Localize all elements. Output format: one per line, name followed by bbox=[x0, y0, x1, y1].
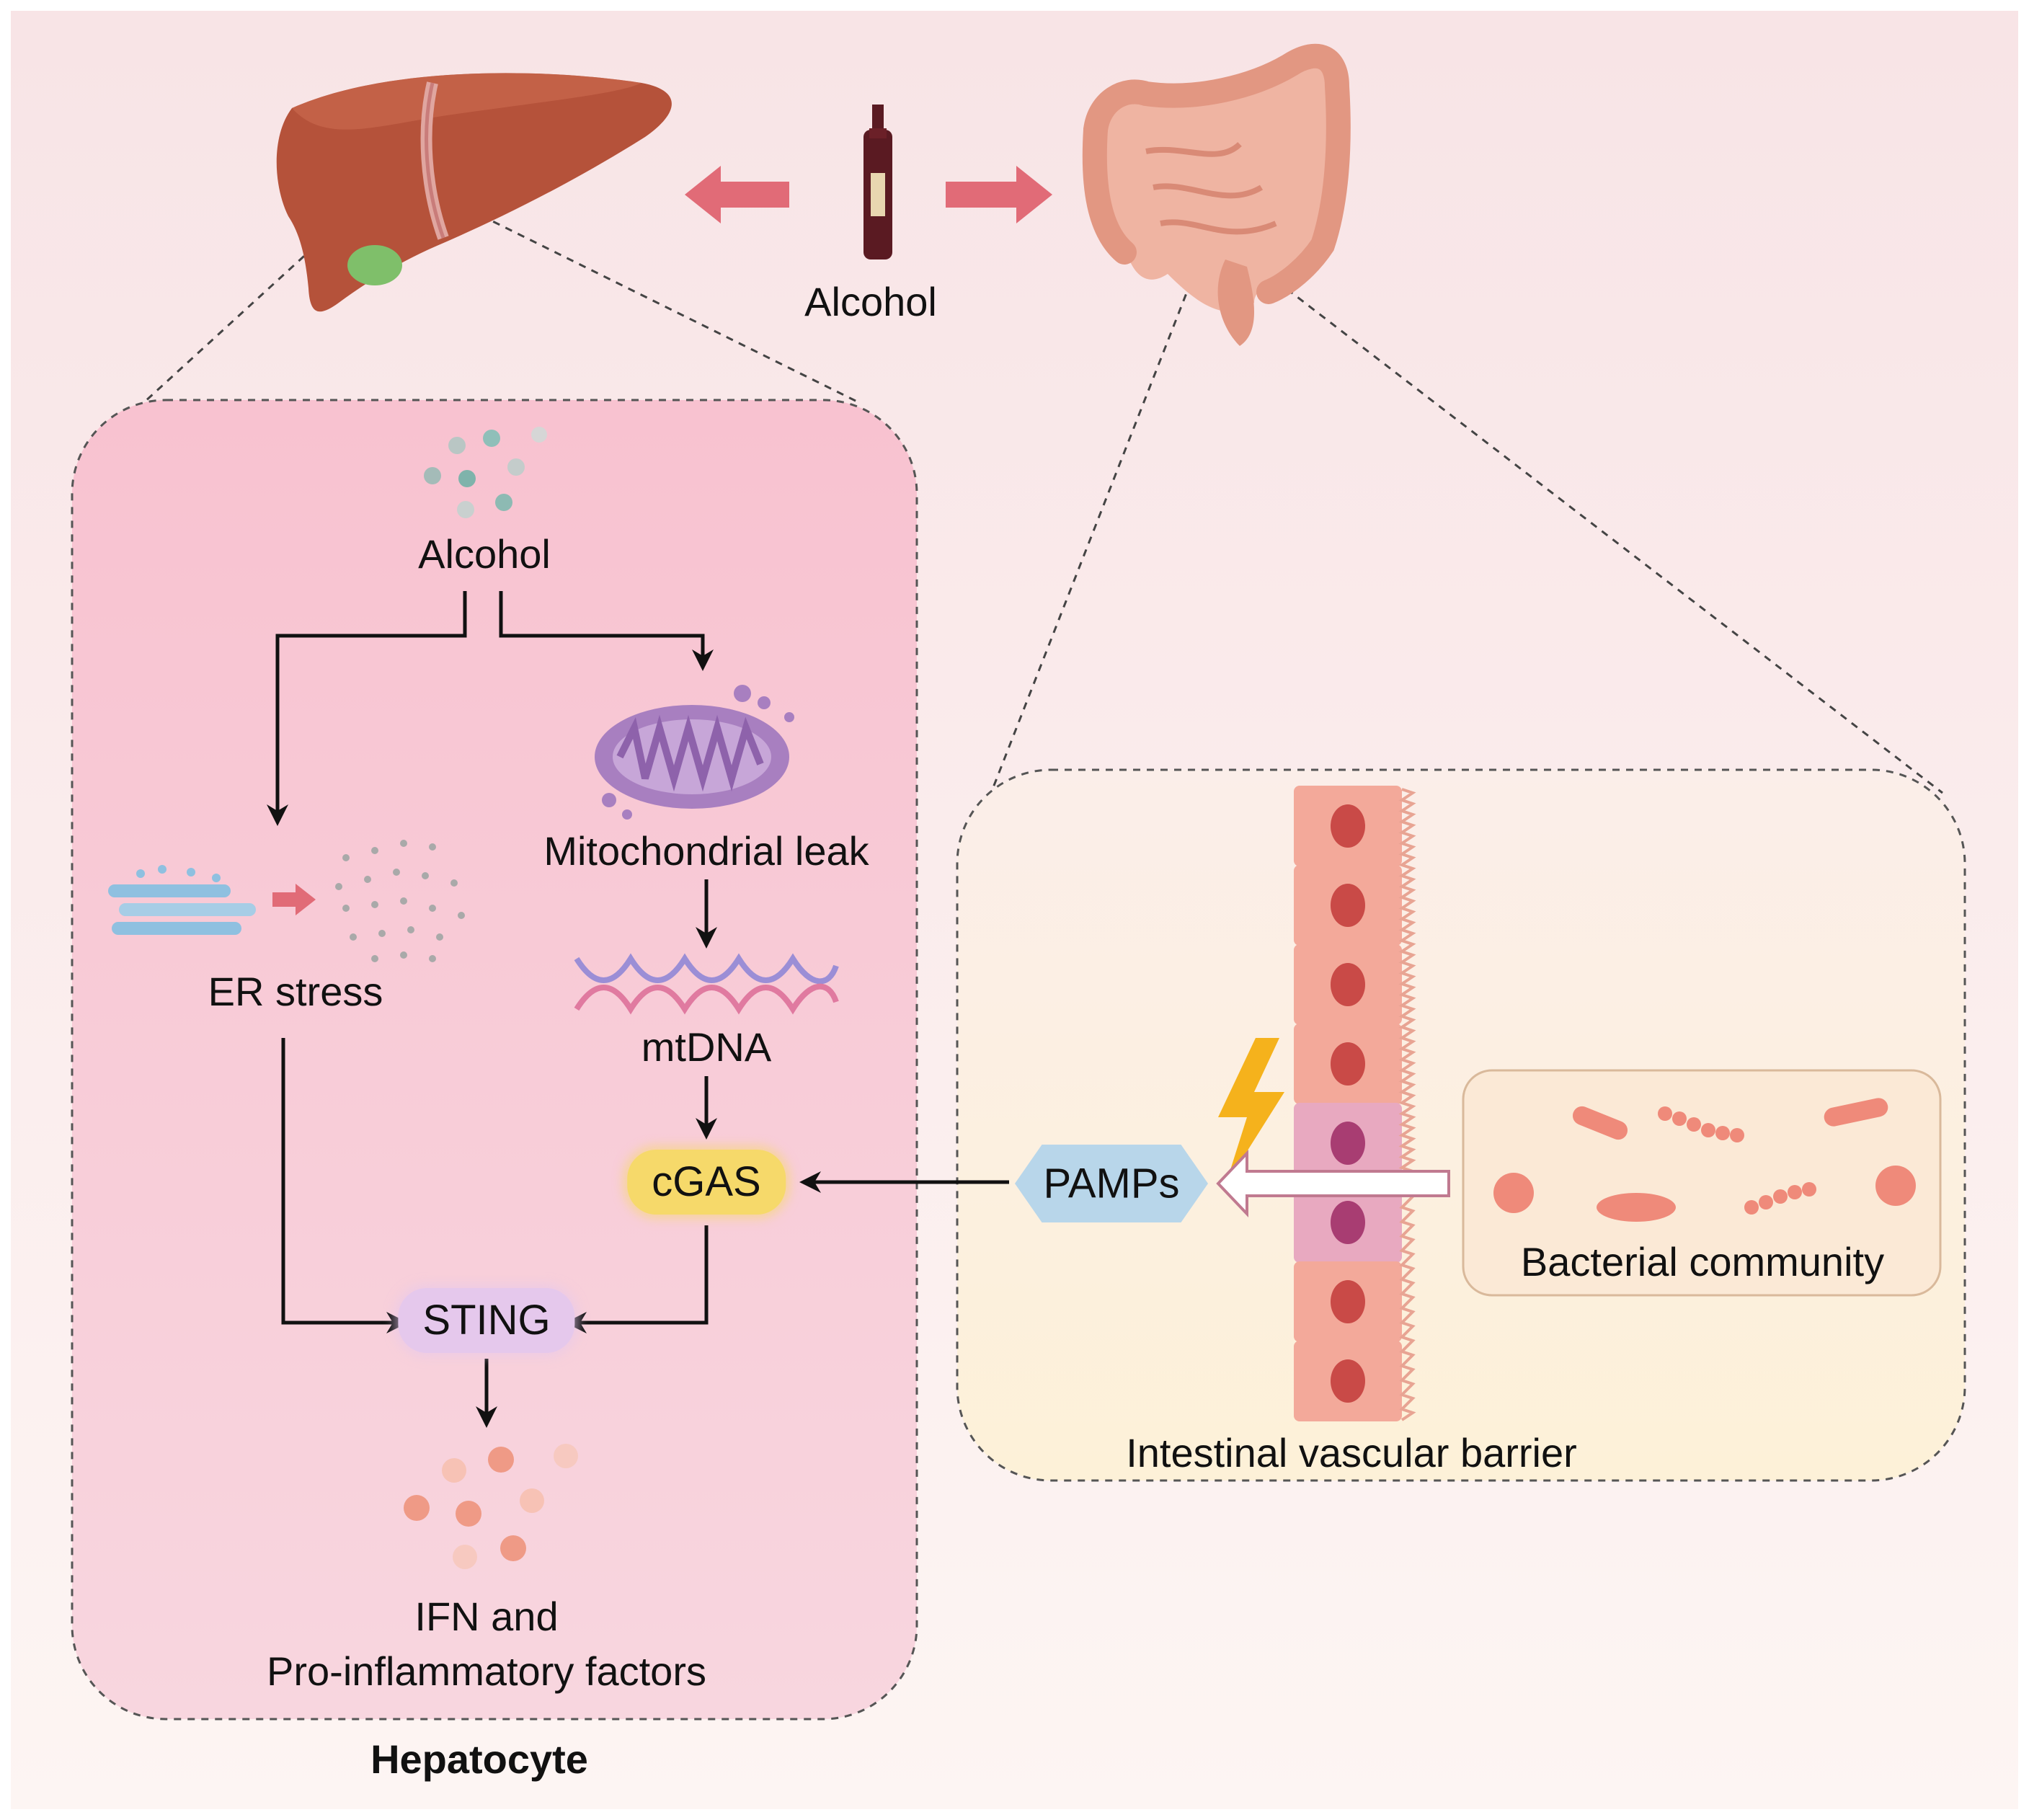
er-stress-label: ER stress bbox=[208, 969, 383, 1014]
arrow-to-intestine bbox=[946, 166, 1052, 223]
pathway-arrows bbox=[267, 591, 1009, 1428]
cgas-node: cGAS bbox=[627, 1150, 786, 1215]
liver-icon bbox=[276, 73, 672, 312]
er-stress-arrow bbox=[272, 884, 316, 915]
intestine-icon bbox=[1082, 43, 1351, 346]
alcohol-molecules bbox=[424, 427, 547, 518]
hepatocyte-panel bbox=[71, 399, 918, 1721]
pamps-node bbox=[1015, 1145, 1208, 1222]
ifn-molecules bbox=[404, 1444, 578, 1569]
epithelial-cell-icon bbox=[1294, 786, 1416, 1421]
er-icon bbox=[108, 865, 256, 935]
pamps-hollow-arrow bbox=[1216, 1150, 1450, 1217]
lightning-icon bbox=[1218, 1038, 1284, 1186]
mitochondrion-icon bbox=[595, 685, 794, 820]
hepatocyte-label: Hepatocyte bbox=[370, 1736, 588, 1782]
er-stress-speckles bbox=[335, 840, 465, 962]
bacteria-icon bbox=[1493, 1098, 1916, 1222]
bacteria-box bbox=[1462, 1069, 1942, 1297]
wine-bottle-icon bbox=[863, 105, 892, 259]
mitochondrial-leak-label: Mitochondrial leak bbox=[543, 828, 869, 874]
sting-node: STING bbox=[398, 1288, 575, 1353]
intestine-panel bbox=[956, 768, 1966, 1482]
alcohol-label-top: Alcohol bbox=[804, 279, 937, 324]
alcohol-label-cell: Alcohol bbox=[418, 531, 551, 577]
dna-helix-icon bbox=[574, 953, 839, 1015]
mtdna-label: mtDNA bbox=[641, 1024, 772, 1070]
ifn-label-line2: Pro-inflammatory factors bbox=[267, 1648, 706, 1694]
pamps-label: PAMPs bbox=[1043, 1160, 1180, 1207]
arrow-to-liver bbox=[685, 166, 789, 223]
ifn-label-line1: IFN and bbox=[414, 1594, 559, 1639]
bacterial-community-label: Bacterial community bbox=[1520, 1239, 1885, 1284]
intestinal-barrier-label: Intestinal vascular barrier bbox=[1126, 1430, 1577, 1475]
